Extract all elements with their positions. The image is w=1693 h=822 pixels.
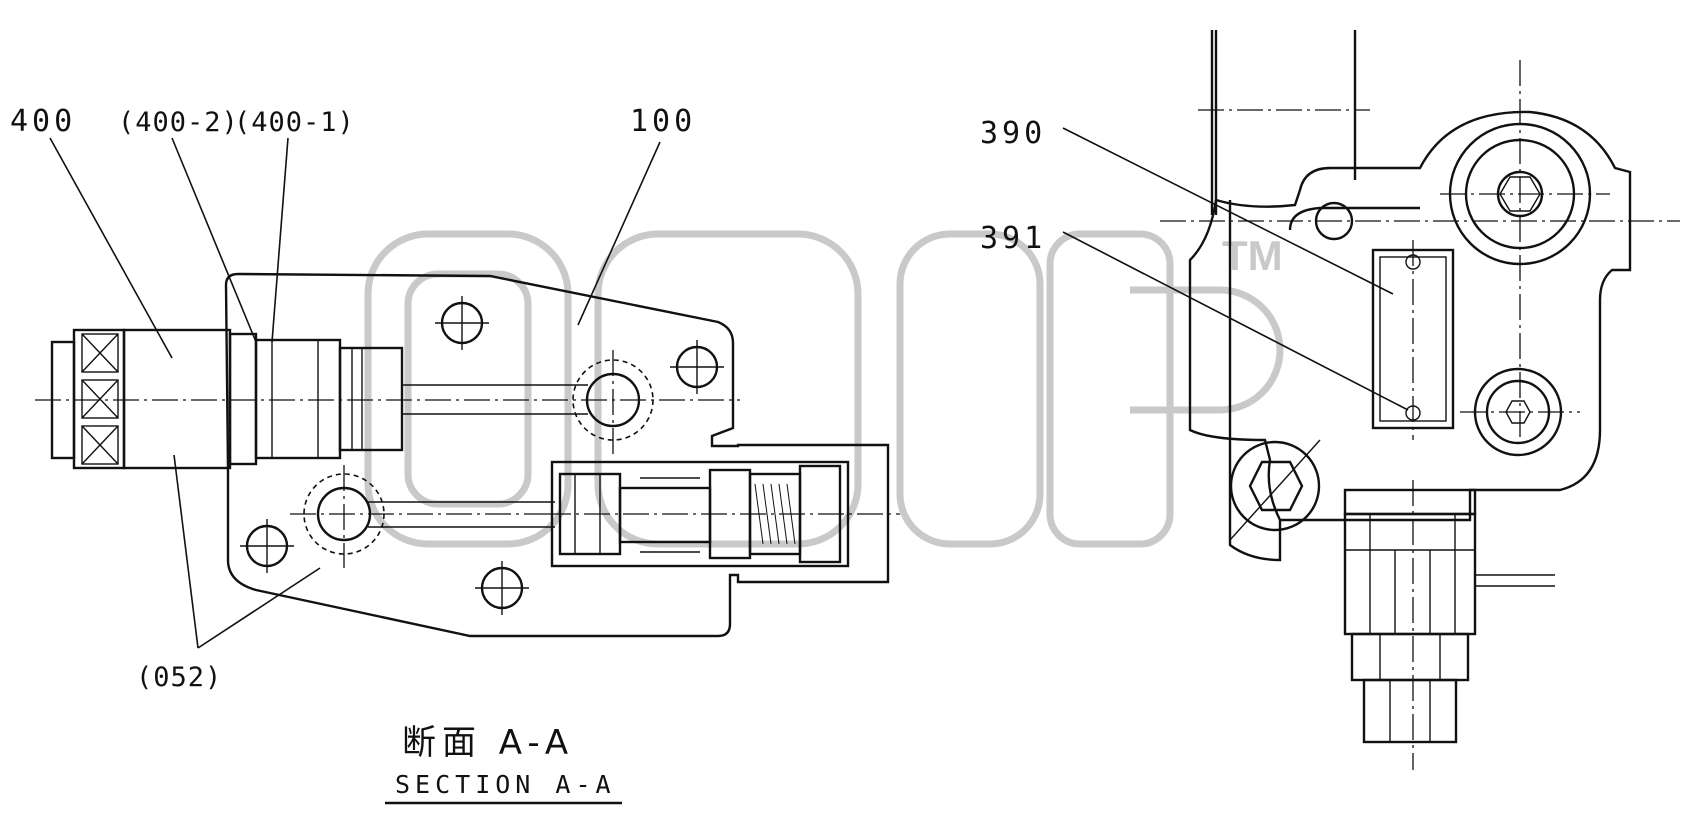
- body-plate: [224, 272, 890, 638]
- watermark-glyph-4-bowl: [1130, 286, 1284, 414]
- callout-400-1: (400-1): [234, 107, 355, 138]
- solenoid-nut: [228, 332, 258, 466]
- watermark-glyph-1-inner: [404, 270, 532, 508]
- spring: [754, 483, 796, 545]
- watermark-glyph-2: [594, 230, 862, 548]
- leader-052-b: [197, 567, 321, 649]
- solenoid-valve-400: [50, 328, 404, 470]
- section-title-jp: 断面 A-A: [402, 723, 574, 763]
- callout-391: 391: [980, 221, 1046, 256]
- leader-390: [1062, 127, 1394, 295]
- watermark-glyph-1: [364, 230, 572, 548]
- leader-400: [49, 137, 173, 359]
- watermark: TM: [364, 230, 1284, 548]
- housing-inner: [1288, 206, 1420, 231]
- section-title-en: SECTION A-A: [395, 770, 616, 799]
- solenoid-tip: [338, 346, 404, 452]
- cap-screw-small: [1460, 367, 1580, 457]
- fitting-tip: [1362, 678, 1458, 744]
- callout-400: 400: [10, 104, 76, 139]
- callout-400-2: (400-2): [118, 107, 239, 138]
- watermark-glyph-3: [896, 230, 1044, 548]
- name-plate-390: [1371, 240, 1455, 440]
- watermark-tm: TM: [1222, 232, 1283, 279]
- cap-screw-large: [1440, 60, 1610, 440]
- cartridge-valve: [545, 460, 900, 568]
- section-view: 400 (400-2) (400-1) 100 (052) 断面 A-A SEC…: [10, 104, 900, 805]
- bolt-holes: [240, 296, 724, 615]
- leader-lines: [49, 137, 661, 649]
- hex-plug: [1229, 439, 1321, 541]
- housing: [1188, 110, 1632, 522]
- solenoid-body: [254, 338, 342, 460]
- leader-400-1: [271, 137, 289, 343]
- leader-100: [577, 141, 661, 326]
- leader-052-a: [173, 454, 199, 649]
- callout-390: 390: [980, 116, 1046, 151]
- housing-lower-left: [1228, 200, 1282, 562]
- fitting-nut: [1350, 632, 1470, 682]
- fitting-collar: [1343, 488, 1477, 516]
- callout-100: 100: [630, 104, 696, 139]
- callout-052: (052): [136, 662, 222, 693]
- leader-391: [1062, 231, 1409, 411]
- solenoid-coil: [122, 328, 232, 470]
- bottom-fitting: [1343, 480, 1555, 770]
- ports: [290, 350, 654, 568]
- watermark-glyph-4: [1046, 230, 1174, 548]
- side-view: 390 391: [980, 30, 1680, 770]
- leader-400-2: [171, 137, 257, 343]
